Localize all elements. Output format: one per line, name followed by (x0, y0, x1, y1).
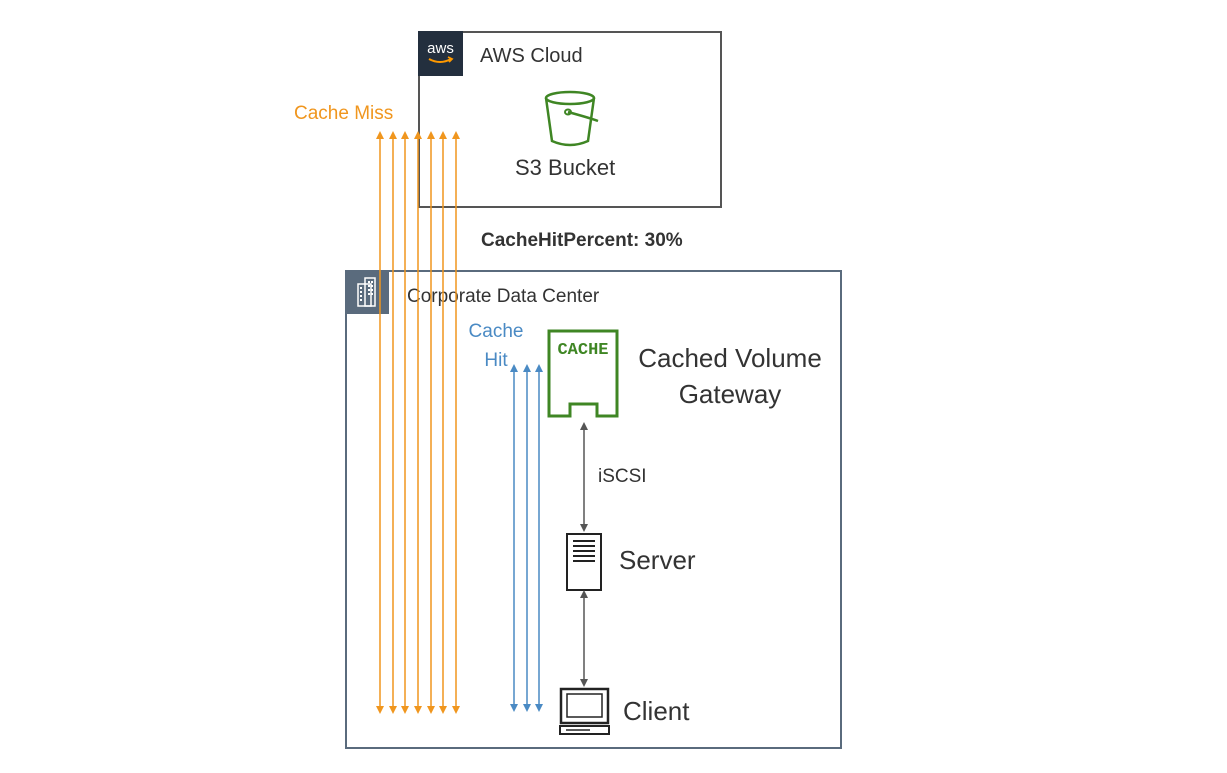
cache-gateway-icon: CACHE (547, 329, 619, 418)
s3-bucket-icon (544, 90, 599, 147)
cache-icon-text: CACHE (557, 341, 608, 360)
cache-hit-label: Cache Hit (468, 321, 524, 371)
gateway-label: Cached Volume Gateway (638, 343, 822, 409)
client-label: Client (623, 696, 690, 726)
aws-cloud-title: AWS Cloud (480, 45, 583, 67)
corporate-data-center-group (345, 270, 842, 749)
aws-cloud-group (418, 31, 722, 208)
server-label: Server (619, 545, 696, 575)
iscsi-label: iSCSI (598, 466, 647, 487)
cache-miss-flow-lines (376, 131, 460, 714)
aws-logo-icon: aws (418, 31, 463, 76)
cache-hit-flow-lines (510, 364, 543, 712)
cache-hit-percent-label: CacheHitPercent: 30% (481, 230, 683, 251)
aws-logo-text: aws (427, 40, 454, 57)
s3-bucket-label: S3 Bucket (515, 155, 616, 180)
server-icon (566, 533, 602, 591)
client-computer-icon (559, 687, 610, 735)
cache-miss-label: Cache Miss (294, 103, 394, 124)
